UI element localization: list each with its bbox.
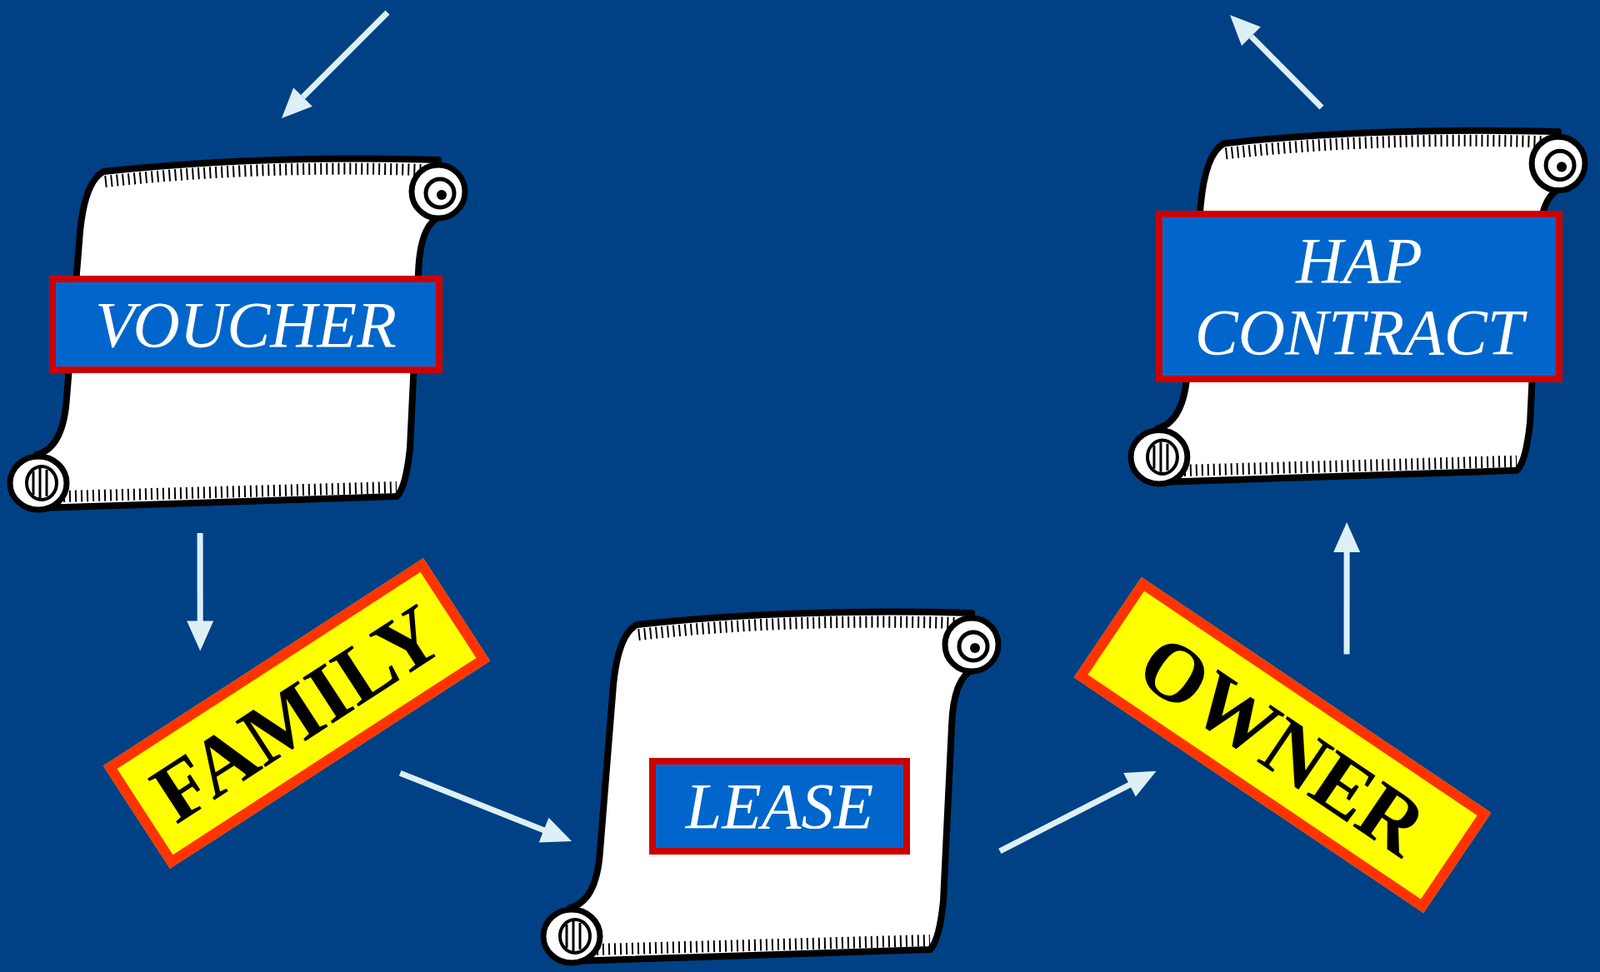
scroll-roll-inner — [425, 179, 455, 208]
scroll-roll-inner — [959, 632, 988, 661]
scroll-roll-core — [436, 190, 447, 200]
document-title: VOUCHER — [95, 289, 397, 361]
scroll-roll-core — [1556, 161, 1567, 172]
incoming-arrow-head — [281, 87, 313, 119]
scroll-fringe — [638, 622, 955, 635]
party-tag: FAMILY — [103, 558, 490, 870]
party-name: OWNER — [1125, 620, 1440, 870]
document-scroll: VOUCHER — [5, 148, 475, 516]
document-title: HAP CONTRACT — [1162, 225, 1556, 369]
flow-arrow — [197, 533, 204, 623]
scroll-sheet — [570, 612, 974, 962]
scroll-roll — [411, 165, 465, 219]
arrow-head — [539, 818, 572, 844]
scroll-roll-stripes — [33, 468, 47, 499]
document-title: LEASE — [685, 770, 874, 843]
scroll-fringe — [1225, 140, 1542, 154]
scroll-sheet — [36, 159, 440, 509]
outgoing-arrow-line — [1250, 36, 1322, 108]
scroll-roll-inner — [1147, 440, 1178, 475]
party-tag: OWNER — [1074, 576, 1492, 913]
scroll-roll — [10, 456, 67, 510]
scroll-roll — [1531, 136, 1585, 190]
scroll-roll-inner — [560, 920, 590, 954]
scroll-roll — [543, 910, 600, 964]
scroll-roll-stripes — [566, 921, 580, 952]
scroll-fringe — [63, 487, 397, 497]
arrow-head — [1123, 771, 1156, 798]
flow-arrow — [1344, 550, 1350, 655]
scroll-fringe — [105, 169, 422, 182]
label-box: VOUCHER — [49, 275, 443, 374]
incoming-arrow-line — [303, 12, 389, 98]
scroll-roll-core — [970, 643, 980, 654]
flow-arrow — [400, 773, 545, 831]
scroll-sheet — [1157, 130, 1560, 483]
scroll-fringe — [1184, 461, 1517, 471]
scroll-fringe — [596, 940, 930, 950]
scroll-roll — [1130, 430, 1188, 485]
scroll-roll-stripes — [1154, 442, 1168, 473]
party-name: FAMILY — [138, 590, 456, 837]
document-scroll: HAP CONTRACT — [1125, 120, 1595, 490]
outgoing-arrow-head — [1230, 15, 1261, 46]
label-box: HAP CONTRACT — [1155, 210, 1563, 383]
label-box: LEASE — [649, 758, 910, 855]
document-scroll: LEASE — [538, 601, 1009, 970]
flow-arrow — [1000, 784, 1131, 852]
scroll-roll-inner — [1545, 150, 1575, 180]
scroll-roll — [945, 618, 999, 672]
arrow-head — [1333, 522, 1360, 553]
arrow-head — [186, 620, 214, 651]
scroll-roll-inner — [26, 466, 57, 500]
